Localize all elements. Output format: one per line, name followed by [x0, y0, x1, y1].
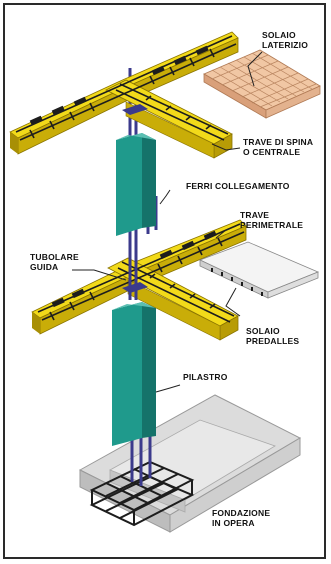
label-line: IN OPERA — [212, 518, 255, 528]
label-line: PREDALLES — [246, 336, 300, 346]
label-line: FERRI COLLEGAMENTO — [186, 181, 290, 191]
label-trave-spina: TRAVE DI SPINA O CENTRALE — [243, 137, 313, 157]
label-line: SOLAIO — [262, 30, 296, 40]
label-solaio-predalles: SOLAIO PREDALLES — [246, 326, 299, 346]
label-ferri-collegamento: FERRI COLLEGAMENTO — [186, 181, 290, 191]
label-line: TUBOLARE — [30, 252, 79, 262]
leader-lines — [72, 51, 263, 393]
upper-beam-rebar — [15, 35, 237, 141]
upper-beam-stirrups — [29, 45, 209, 126]
predalles-slab — [198, 241, 320, 299]
label-pilastro: PILASTRO — [183, 372, 228, 382]
lower-beam-stirrups — [51, 230, 217, 308]
label-solaio-laterizio: SOLAIO LATERIZIO — [262, 30, 308, 50]
upper-node-plate — [122, 104, 148, 115]
label-trave-perimetrale: TRAVE PERIMETRALE — [240, 210, 303, 230]
label-line: O CENTRALE — [243, 147, 301, 157]
label-line: FONDAZIONE — [212, 508, 271, 518]
label-line: GUIDA — [30, 262, 59, 272]
label-line: TRAVE DI SPINA — [243, 137, 314, 147]
label-line: PILASTRO — [183, 372, 228, 382]
label-line: LATERIZIO — [262, 40, 309, 50]
lower-column — [112, 302, 156, 446]
label-line: PERIMETRALE — [240, 220, 304, 230]
foundation-rebar-cage — [89, 460, 195, 527]
upper-column — [116, 133, 156, 236]
lower-spine-beam — [107, 257, 239, 341]
laterizio-slab — [203, 49, 321, 119]
label-line: TRAVE — [240, 210, 270, 220]
label-line: SOLAIO — [246, 326, 280, 336]
upper-spine-beam — [105, 79, 233, 159]
label-tubolare-guida: TUBOLARE GUIDA — [30, 252, 79, 272]
label-fondazione: FONDAZIONE IN OPERA — [212, 508, 270, 528]
